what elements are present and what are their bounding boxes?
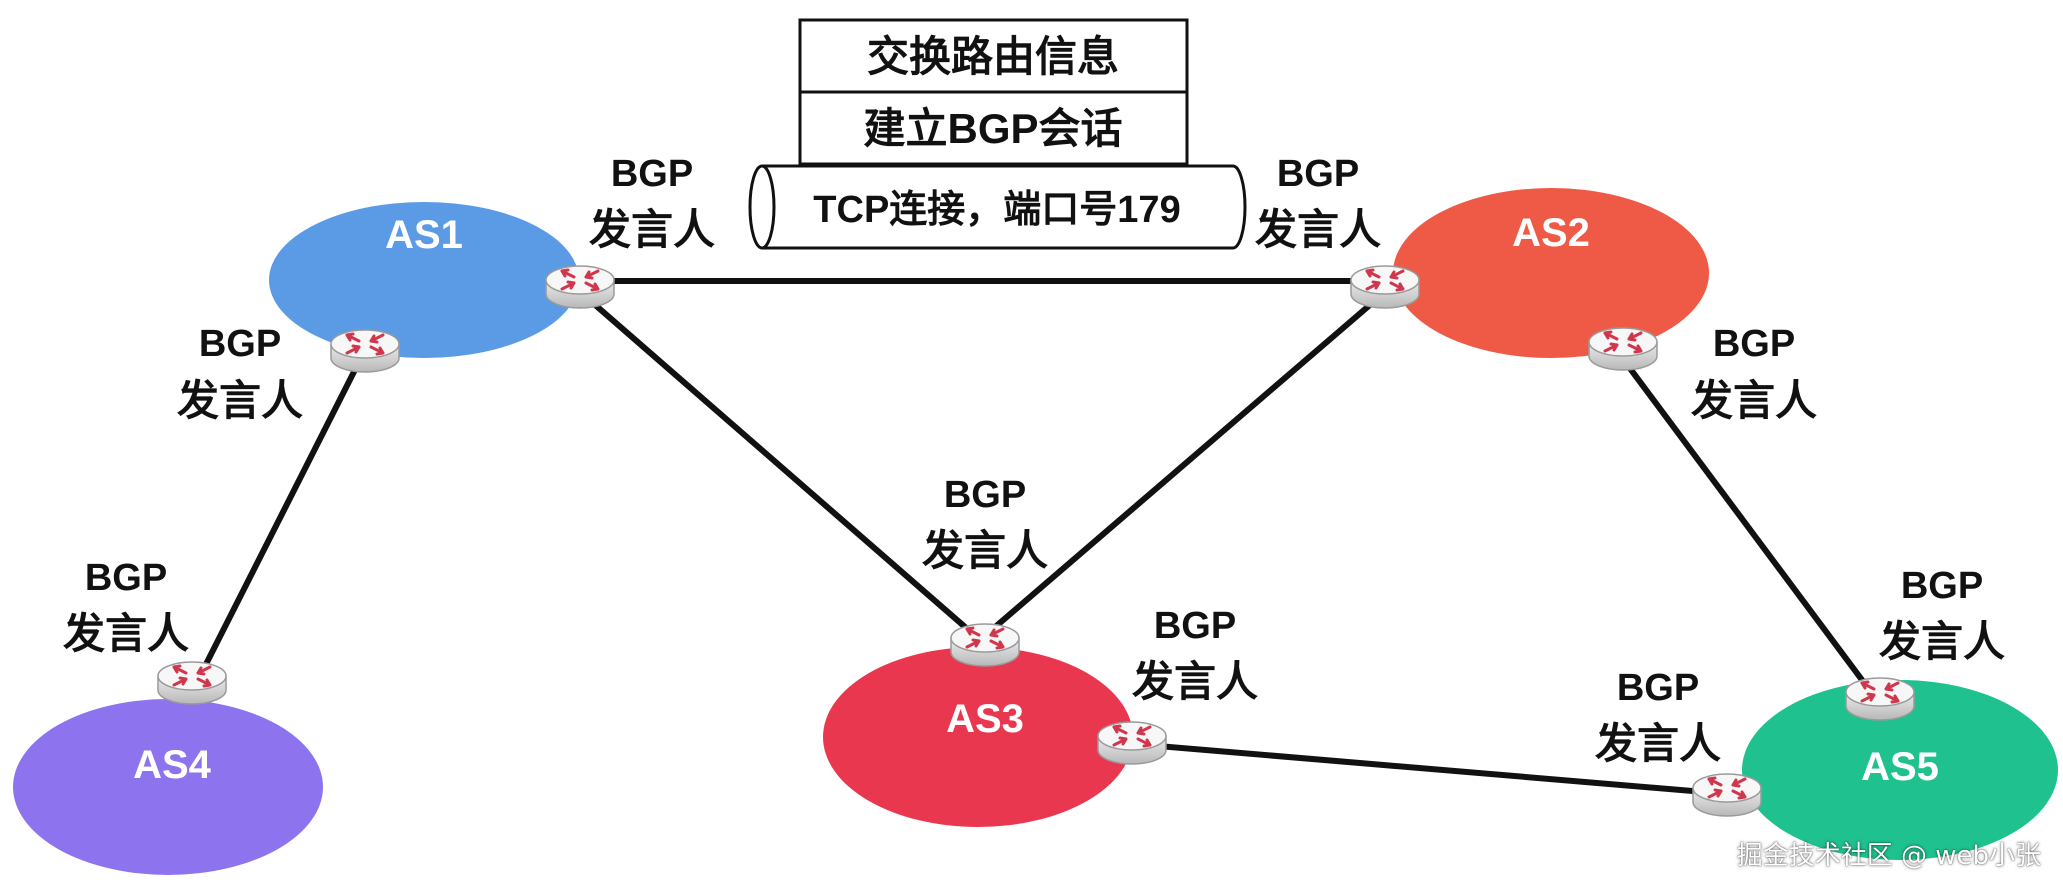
speaker-role-text: 发言人 — [1255, 206, 1381, 253]
as3-label: AS3 — [946, 697, 1024, 741]
tcp-pipe-inner-edge — [761, 164, 776, 250]
link-as1-as3 — [575, 287, 983, 643]
speaker-label-as3-east: BGP 发言人 — [1132, 605, 1258, 705]
as4-ellipse — [13, 699, 323, 875]
speaker-bgp-text: BGP — [1901, 565, 1983, 607]
speaker-bgp-text: BGP — [944, 474, 1026, 516]
as3-ellipse — [823, 647, 1133, 827]
speaker-bgp-text: BGP — [1713, 323, 1795, 365]
as1-ellipse — [269, 202, 579, 358]
as4-node: AS4 — [13, 699, 323, 875]
speaker-role-text: 发言人 — [1691, 377, 1817, 424]
watermark: 掘金技术社区 @ web小张 — [1736, 841, 2041, 871]
speaker-bgp-text: BGP — [1617, 667, 1699, 709]
router-as1-east — [544, 264, 616, 310]
as2-ellipse — [1393, 188, 1709, 358]
speaker-label-as4-north: BGP 发言人 — [63, 557, 189, 657]
speaker-label-as5-west: BGP 发言人 — [1595, 667, 1721, 767]
as5-label: AS5 — [1861, 745, 1939, 789]
speaker-label-as3-north: BGP 发言人 — [922, 474, 1048, 574]
speaker-role-text: 发言人 — [589, 206, 715, 253]
router-as5-north — [1844, 676, 1916, 722]
speaker-bgp-text: BGP — [1277, 153, 1359, 195]
as1-node: AS1 — [269, 202, 579, 358]
as1-label: AS1 — [385, 213, 463, 257]
speaker-bgp-text: BGP — [1154, 605, 1236, 647]
speaker-role-text: 发言人 — [1595, 720, 1721, 767]
speaker-label-as5-north: BGP 发言人 — [1879, 565, 2005, 665]
tcp-pipe-body — [748, 164, 1247, 250]
router-as4-north — [156, 660, 228, 706]
as2-node: AS2 — [1393, 188, 1709, 358]
as2-label: AS2 — [1512, 211, 1590, 255]
router-as2-west — [1349, 264, 1421, 310]
speaker-role-text: 发言人 — [63, 610, 189, 657]
as5-ellipse — [1742, 680, 2058, 860]
router-as1-southwest — [329, 328, 401, 374]
links — [195, 278, 1871, 797]
speaker-role-text: 发言人 — [1132, 658, 1258, 705]
as5-node: AS5 — [1742, 680, 2058, 860]
router-as2-south — [1587, 326, 1659, 372]
exchange-label: 交换路由信息 — [867, 33, 1119, 80]
speaker-role-text: 发言人 — [922, 527, 1048, 574]
speaker-bgp-text: BGP — [611, 153, 693, 195]
speaker-labels: BGP 发言人 BGP 发言人 BGP 发言人 BGP 发言人 BGP 发言人 … — [63, 153, 2005, 767]
speaker-label-as2-west: BGP 发言人 — [1255, 153, 1381, 253]
link-as2-as3 — [977, 289, 1388, 643]
speaker-bgp-text: BGP — [199, 323, 281, 365]
speaker-label-as1-southwest: BGP 发言人 — [177, 323, 303, 424]
link-as1-as4 — [195, 349, 367, 683]
as-nodes: AS1 AS2 AS3 AS4 AS5 — [13, 188, 2058, 875]
speaker-role-text: 发言人 — [1879, 618, 2005, 665]
session-box — [798, 90, 1189, 166]
router-as3-east — [1096, 720, 1168, 766]
tcp-label: TCP连接，端口号179 — [813, 189, 1180, 231]
as4-label: AS4 — [133, 743, 212, 787]
speaker-label-as2-south: BGP 发言人 — [1691, 323, 1817, 424]
router-as3-north — [949, 622, 1021, 668]
speaker-role-text: 发言人 — [177, 377, 303, 424]
protocol-stack: 交换路由信息 建立BGP会话 TCP连接，端口号179 — [748, 18, 1247, 250]
link-as3-as5 — [1131, 741, 1731, 797]
speaker-label-as1-east: BGP 发言人 — [589, 153, 715, 253]
router-as5-west — [1691, 772, 1763, 818]
link-as2-as5 — [1617, 352, 1871, 691]
speaker-bgp-text: BGP — [85, 557, 167, 599]
tcp-pipe: TCP连接，端口号179 — [748, 164, 1247, 250]
session-label: 建立BGP会话 — [863, 105, 1122, 152]
as3-node: AS3 — [823, 647, 1133, 827]
